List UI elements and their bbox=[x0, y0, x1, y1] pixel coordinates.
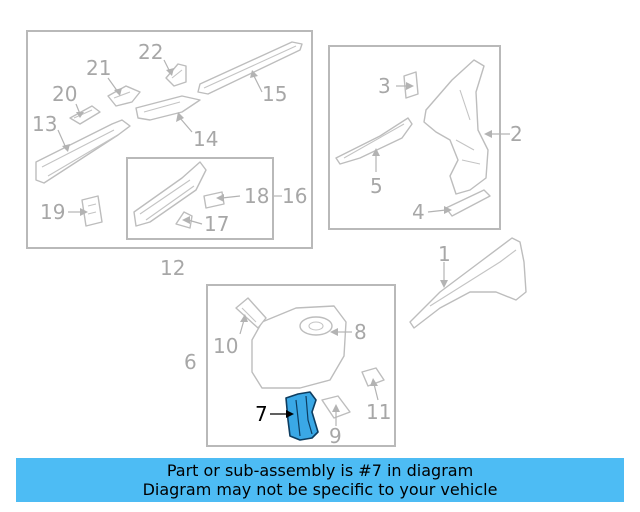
callout-1: 1 bbox=[438, 242, 451, 266]
part-16-member[interactable] bbox=[133, 161, 207, 227]
part-13-frame-rail[interactable] bbox=[35, 119, 131, 184]
callout-8: 8 bbox=[354, 320, 367, 344]
part-1-fender[interactable] bbox=[409, 237, 527, 329]
arrowhead-19 bbox=[80, 208, 88, 216]
callout-14: 14 bbox=[193, 127, 218, 151]
arrowhead-17 bbox=[182, 216, 190, 224]
group-box-16 bbox=[126, 157, 274, 240]
arrowhead-3 bbox=[406, 82, 414, 90]
leader-10 bbox=[239, 319, 245, 335]
banner-line-1: Part or sub-assembly is #7 in diagram bbox=[166, 461, 474, 480]
callout-2: 2 bbox=[510, 122, 523, 146]
arrowhead-5 bbox=[372, 148, 380, 156]
callout-19: 19 bbox=[40, 200, 65, 224]
arrowhead-13 bbox=[62, 144, 70, 152]
arrowhead-14 bbox=[176, 112, 184, 122]
part-8-strut-tower[interactable] bbox=[251, 305, 347, 389]
callout-6: 6 bbox=[184, 350, 197, 374]
arrowhead-4 bbox=[444, 206, 452, 214]
callout-3: 3 bbox=[378, 74, 391, 98]
callout-17: 17 bbox=[204, 212, 229, 236]
arrowhead-7 bbox=[286, 410, 294, 418]
arrowhead-21 bbox=[114, 88, 122, 96]
callout-12: 12 bbox=[160, 256, 185, 280]
callout-21: 21 bbox=[86, 56, 111, 80]
arrowhead-22 bbox=[166, 68, 174, 76]
info-banner: Part or sub-assembly is #7 in diagram Di… bbox=[16, 458, 624, 502]
part-15-upper-rail[interactable] bbox=[197, 41, 303, 95]
part-22-bracket[interactable] bbox=[165, 63, 187, 87]
group-box-2 bbox=[328, 45, 501, 230]
group-box-6 bbox=[206, 284, 396, 447]
callout-22: 22 bbox=[138, 40, 163, 64]
callout-11: 11 bbox=[366, 400, 391, 424]
callout-10: 10 bbox=[213, 334, 238, 358]
part-10-bracket[interactable] bbox=[235, 297, 267, 329]
leader-13 bbox=[57, 129, 67, 149]
part-2-apron-panel[interactable] bbox=[423, 59, 489, 195]
part-18-bracket[interactable] bbox=[203, 191, 225, 209]
part-5-rail[interactable] bbox=[335, 117, 413, 165]
part-11-bracket[interactable] bbox=[361, 367, 385, 387]
callout-15: 15 bbox=[262, 82, 287, 106]
group-box-12 bbox=[26, 30, 313, 249]
part-4-bracket[interactable] bbox=[445, 189, 491, 217]
leader-15 bbox=[253, 75, 263, 93]
leader-4 bbox=[427, 209, 447, 213]
arrowhead-11 bbox=[370, 378, 378, 386]
part-21-bracket[interactable] bbox=[107, 85, 141, 107]
callout-7: 7 bbox=[255, 402, 268, 426]
arrowhead-2 bbox=[484, 130, 492, 138]
banner-line-2: Diagram may not be specific to your vehi… bbox=[142, 480, 498, 499]
callout-16: 16 bbox=[282, 184, 307, 208]
part-14-reinforcement[interactable] bbox=[135, 95, 201, 121]
callout-18: 18 bbox=[244, 184, 269, 208]
part-20-bracket[interactable] bbox=[69, 105, 101, 125]
part-19-bracket[interactable] bbox=[81, 195, 103, 227]
leader-18 bbox=[221, 195, 241, 199]
arrowhead-1 bbox=[440, 280, 448, 288]
arrowhead-8 bbox=[330, 328, 338, 336]
callout-9: 9 bbox=[329, 424, 342, 448]
arrowhead-18 bbox=[216, 194, 224, 202]
callout-5: 5 bbox=[370, 174, 383, 198]
callout-4: 4 bbox=[412, 200, 425, 224]
leader-14 bbox=[179, 117, 193, 133]
callout-20: 20 bbox=[52, 82, 77, 106]
part-7-highlighted[interactable] bbox=[285, 391, 319, 441]
arrowhead-20 bbox=[76, 112, 84, 118]
leader-17 bbox=[187, 219, 203, 225]
callout-13: 13 bbox=[32, 112, 57, 136]
arrowhead-9 bbox=[332, 404, 340, 412]
arrowhead-10 bbox=[240, 314, 248, 322]
arrowhead-15 bbox=[250, 70, 258, 78]
leader-11 bbox=[373, 383, 379, 401]
